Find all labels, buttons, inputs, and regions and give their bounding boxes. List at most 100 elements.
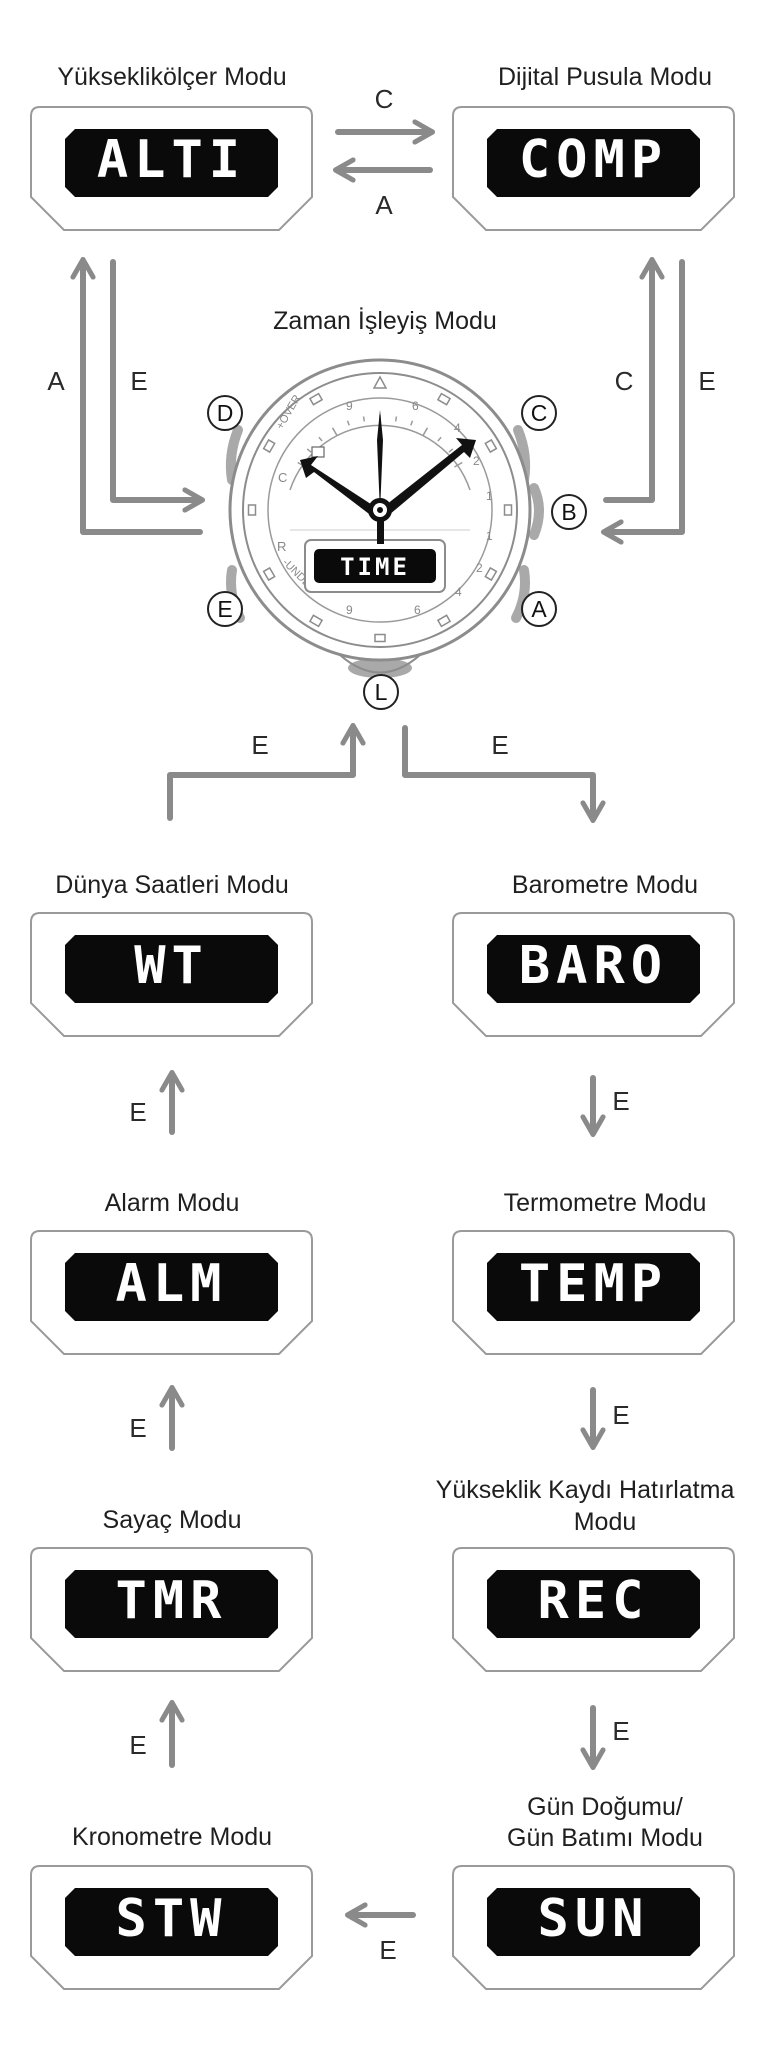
arrow-alti-to-watch (110, 259, 206, 513)
label-e-temp-rec: E (612, 1400, 630, 1430)
arrow-wt-to-watch (167, 722, 366, 821)
mode-lcd-text-wt: WT (134, 935, 209, 996)
label-e-baro-temp: E (612, 1086, 630, 1116)
mode-lcd-text-stw: STW (115, 1888, 228, 1949)
dial-inset-icon (311, 446, 325, 458)
hour-hand (300, 456, 383, 520)
dial-num-9-top: 9 (346, 399, 353, 413)
dial-num-6-bottom: 6 (414, 603, 421, 617)
dial-num-4-bottom: 4 (455, 585, 462, 599)
bezel-marker (308, 614, 324, 628)
label-c-top: C (374, 84, 394, 114)
dial-num-4-top: 4 (454, 421, 461, 435)
bezel-marker (503, 504, 513, 516)
dial-tick (454, 461, 463, 468)
mode-lcd-display (487, 1888, 700, 1956)
title-stw: Kronometre Modu (71, 1823, 273, 1851)
label-e-left: E (130, 366, 148, 396)
dial-num-6-top: 6 (412, 399, 419, 413)
title-sun-line2: Gün Batımı Modu (507, 1824, 703, 1852)
mode-lcd-display (65, 1888, 278, 1956)
title-rec-line1: Yükseklik Kaydı Hatırlatma (435, 1476, 735, 1504)
mode-box-rec: REC (452, 1547, 735, 1672)
mode-box-sun: SUN (452, 1865, 735, 1990)
title-alti: Yükseklikölçer Modu (57, 63, 287, 91)
mode-lcd-display (487, 935, 700, 1003)
title-temp: Termometre Modu (503, 1189, 707, 1217)
button-a-pusher (511, 565, 530, 623)
watch-lcd (314, 549, 436, 583)
mode-box-alm: ALM (30, 1230, 313, 1355)
dial-num-1b: 1 (486, 529, 493, 543)
mode-box-baro: BARO (452, 912, 735, 1037)
label-e-alm-wt: E (129, 1097, 147, 1127)
mode-lcd-display (487, 129, 700, 197)
button-c-label: C (521, 395, 557, 431)
dial-c: C (278, 470, 287, 485)
watch-lcd-text: TIME (340, 553, 410, 581)
label-e-wt-to-watch: E (251, 730, 269, 760)
mode-box-temp: TEMP (452, 1230, 735, 1355)
bezel-marker (436, 614, 452, 628)
bezel-markers (247, 392, 513, 643)
title-rec-line2: Modu (573, 1508, 637, 1536)
mode-box-tmr: TMR (30, 1547, 313, 1672)
mode-box-alti: ALTI (30, 106, 313, 231)
label-e-right: E (698, 366, 716, 396)
mode-lcd-text-alm: ALM (115, 1253, 228, 1314)
label-e-stw-tmr: E (129, 1730, 147, 1760)
bezel-marker (262, 566, 276, 582)
button-b-label: B (551, 494, 587, 530)
label-a-top: A (375, 190, 393, 220)
button-e-label: E (207, 591, 243, 627)
mode-box-comp: COMP (452, 106, 735, 231)
mode-lcd-text-rec: REC (537, 1570, 650, 1631)
mode-lcd-display (65, 1253, 278, 1321)
mode-lcd-text-alti: ALTI (96, 129, 247, 190)
dial-tick (346, 420, 350, 426)
label-e-tmr-alm: E (129, 1413, 147, 1443)
dial-num-2a: 2 (473, 454, 480, 468)
bezel-marker (262, 438, 276, 454)
arrow-watch-to-baro (402, 725, 606, 824)
label-e-watch-to-baro: E (491, 730, 509, 760)
mode-lcd-display (487, 1570, 700, 1638)
dial-tick (318, 436, 323, 442)
bezel-triangle (372, 375, 388, 389)
dial-num-2b: 2 (476, 561, 483, 575)
button-d-label: D (207, 395, 243, 431)
title-comp: Dijital Pusula Modu (498, 63, 712, 91)
label-e-sun-stw: E (379, 1935, 397, 1965)
arrow-watch-to-comp (603, 256, 665, 503)
title-sun-line1: Gün Doğumu/ (527, 1793, 683, 1821)
dial-tick (448, 448, 454, 453)
bezel-marker (247, 504, 257, 516)
button-b-pusher (529, 483, 544, 540)
label-c-right: C (614, 366, 634, 396)
mode-lcd-text-baro: BARO (518, 935, 669, 996)
dial-tick (422, 427, 429, 436)
title-alm: Alarm Modu (104, 1189, 240, 1217)
dial-num-9-bottom: 9 (346, 603, 353, 617)
button-l-pusher (348, 658, 412, 678)
dial-tick (306, 448, 312, 453)
button-l-label: L (363, 674, 399, 710)
arrow-watch-to-alti (70, 256, 203, 535)
bezel-marker (308, 392, 324, 406)
dial-tick (394, 416, 398, 422)
mode-lcd-text-temp: TEMP (518, 1253, 669, 1314)
mode-lcd-text-comp: COMP (518, 129, 669, 190)
label-a-left: A (47, 366, 65, 396)
title-baro: Barometre Modu (511, 871, 699, 899)
minute-hand (377, 438, 476, 520)
bezel-marker (436, 392, 452, 406)
button-a-label: A (521, 591, 557, 627)
mode-box-stw: STW (30, 1865, 313, 1990)
mode-lcd-display (65, 129, 278, 197)
mode-box-wt: WT (30, 912, 313, 1037)
dial-tick (410, 420, 414, 426)
dial-num-1a: 1 (486, 489, 493, 503)
